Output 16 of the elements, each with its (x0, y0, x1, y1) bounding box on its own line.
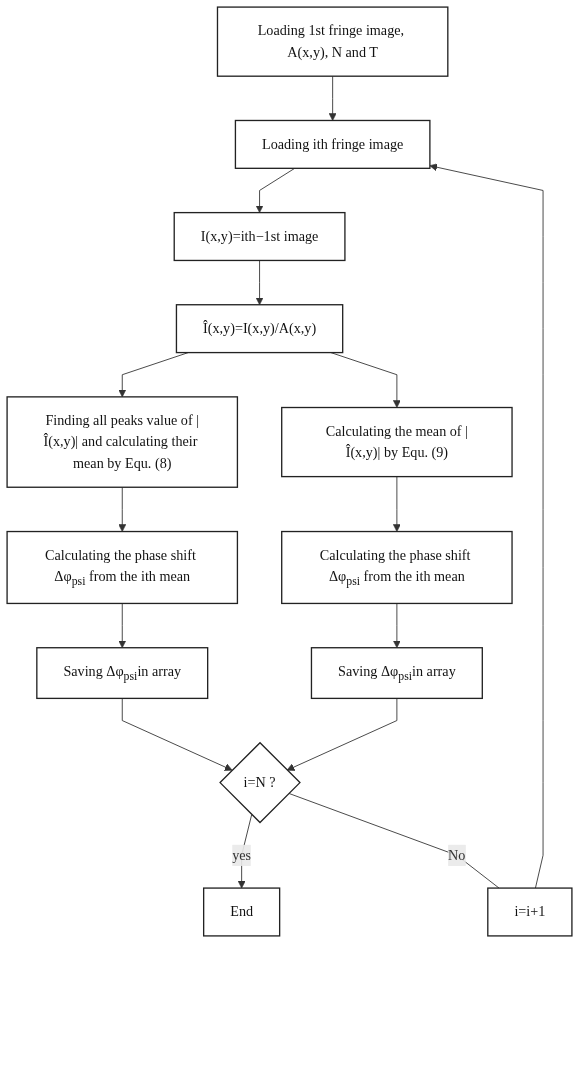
node-box: Loading 1st fringe image, A(x,y), N and T (216, 6, 449, 77)
node-box: End (203, 887, 281, 937)
node-box: Calculating the phase shift Δφ$_{psi}$ from the ith mean (6, 530, 239, 605)
node-box: Loading ith fringe image (234, 119, 431, 169)
node-box: Saving Δφ$_{psi}$in array (36, 647, 209, 700)
node-diamond: i=N ? (219, 741, 301, 824)
node-box: Calculating the phase shift Δφ$_{psi}$ from the ith mean (281, 530, 513, 605)
edge-label: No (448, 847, 466, 863)
node-box: Î(x,y)=I(x,y)/A(x,y) (175, 304, 344, 354)
connector (288, 792, 500, 889)
node-box: Finding all peaks value of |Î(x,y)| and calculating their mean by Equ. (8) (6, 396, 239, 488)
node-box: Saving Δφ$_{psi}$in array (310, 647, 483, 700)
node-box: I(x,y)=ith−1st image (173, 211, 346, 262)
node-box: i=i+1 (487, 887, 573, 937)
edge-label: yes (232, 847, 252, 863)
node-box: Calculating the mean of |Î(x,y)| by Equ. (9) (281, 406, 513, 478)
